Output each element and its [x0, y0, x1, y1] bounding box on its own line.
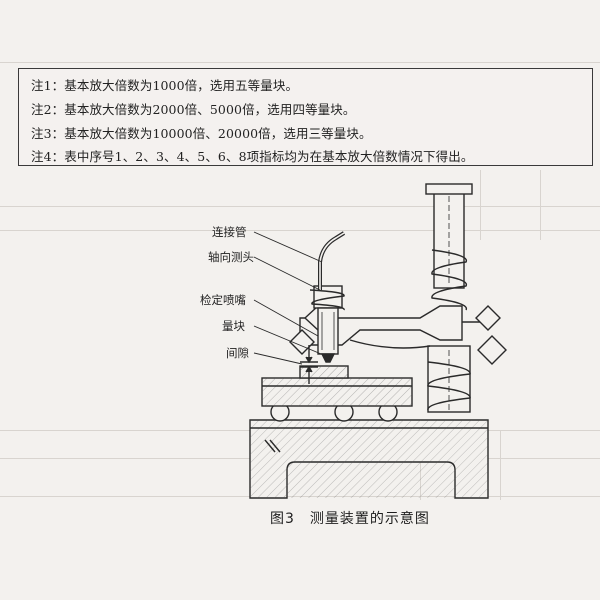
label-gap: 间隙 [226, 346, 249, 360]
column-spring-lower [427, 361, 471, 411]
gauge-block [299, 365, 349, 379]
note-2: 注2：基本放大倍数为2000倍、5000倍，选用四等量块。 [31, 102, 356, 117]
notes-box: 注1：基本放大倍数为1000倍，选用五等量块。 注2：基本放大倍数为2000倍、… [18, 68, 593, 166]
label-calibration-nozzle: 检定喷嘴 [200, 293, 246, 307]
bleed-through-line [0, 62, 600, 63]
note-4: 注4：表中序号1、2、3、4、5、6、8项指标均为在基本放大倍数情况下得出。 [31, 149, 474, 164]
label-leaders [253, 231, 327, 365]
support-rollers [270, 402, 398, 422]
figure-caption: 图3 测量装置的示意图 [270, 511, 430, 527]
column-spring-upper [431, 249, 468, 311]
bleed-through-line [0, 206, 600, 207]
probe-spring [309, 285, 345, 355]
bleed-through-line [500, 430, 501, 500]
label-gauge-block: 量块 [222, 319, 245, 333]
label-connecting-pipe: 连接管 [212, 225, 247, 239]
connecting-pipe [318, 231, 346, 290]
gap-indicator [300, 345, 318, 384]
platform-plate [261, 377, 413, 407]
bleed-through-line [480, 170, 481, 240]
note-3: 注3：基本放大倍数为10000倍、20000倍，选用三等量块。 [31, 126, 372, 141]
bleed-through-line [540, 170, 541, 240]
bleed-through-line [0, 230, 600, 231]
label-axial-probe: 轴向测头 [208, 250, 254, 264]
base-stand [249, 419, 489, 499]
right-clamp-knob [462, 305, 507, 365]
note-1: 注1：基本放大倍数为1000倍，选用五等量块。 [31, 78, 299, 93]
main-column [425, 183, 473, 413]
